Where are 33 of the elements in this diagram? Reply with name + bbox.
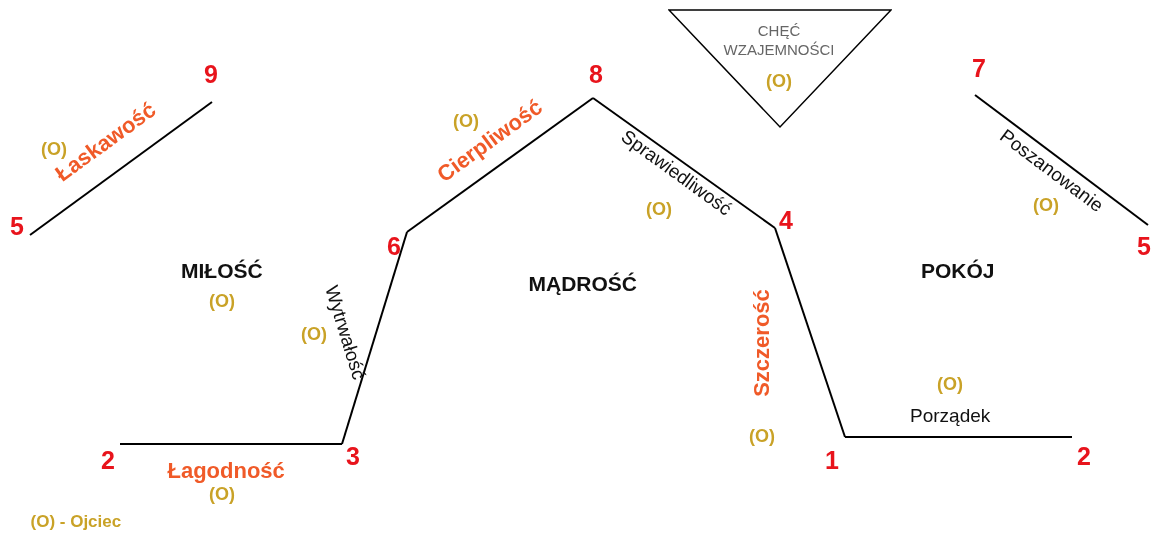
point-number: 3	[346, 443, 360, 469]
symbol-text: (O)	[749, 427, 775, 445]
symbol-text: (O)	[301, 325, 327, 343]
symbol-text: (O)	[209, 485, 235, 503]
edge-label: Szczerość	[750, 289, 773, 397]
edge-label: Łagodność	[167, 460, 285, 482]
point-number: 6	[387, 233, 401, 259]
region-label: POKÓJ	[921, 259, 995, 281]
symbol-text: (O)	[766, 72, 792, 90]
line	[592, 97, 776, 229]
symbol-text: (O)	[937, 375, 963, 393]
symbol-text: (O)	[209, 292, 235, 310]
point-number: 9	[204, 61, 218, 87]
point-number: 4	[779, 207, 793, 233]
region-label: MIŁOŚĆ	[181, 259, 263, 281]
point-number: 8	[589, 61, 603, 87]
edge-label: Porządek	[910, 405, 991, 425]
line	[29, 101, 213, 236]
point-number: 2	[101, 447, 115, 473]
line	[974, 94, 1149, 226]
legend-note: (O) - Ojciec	[30, 512, 122, 530]
line	[341, 231, 408, 445]
line	[774, 227, 846, 438]
line	[406, 97, 594, 233]
line	[119, 443, 343, 445]
point-number: 2	[1077, 443, 1091, 469]
region-label: MĄDROŚĆ	[528, 272, 637, 294]
point-number: 7	[972, 55, 986, 81]
point-number: 5	[10, 213, 24, 239]
point-number: 1	[825, 447, 839, 473]
point-number: 5	[1137, 233, 1151, 259]
line	[844, 436, 1073, 438]
heading-text: CHĘĆ WZAJEMNOŚCI	[722, 20, 836, 60]
